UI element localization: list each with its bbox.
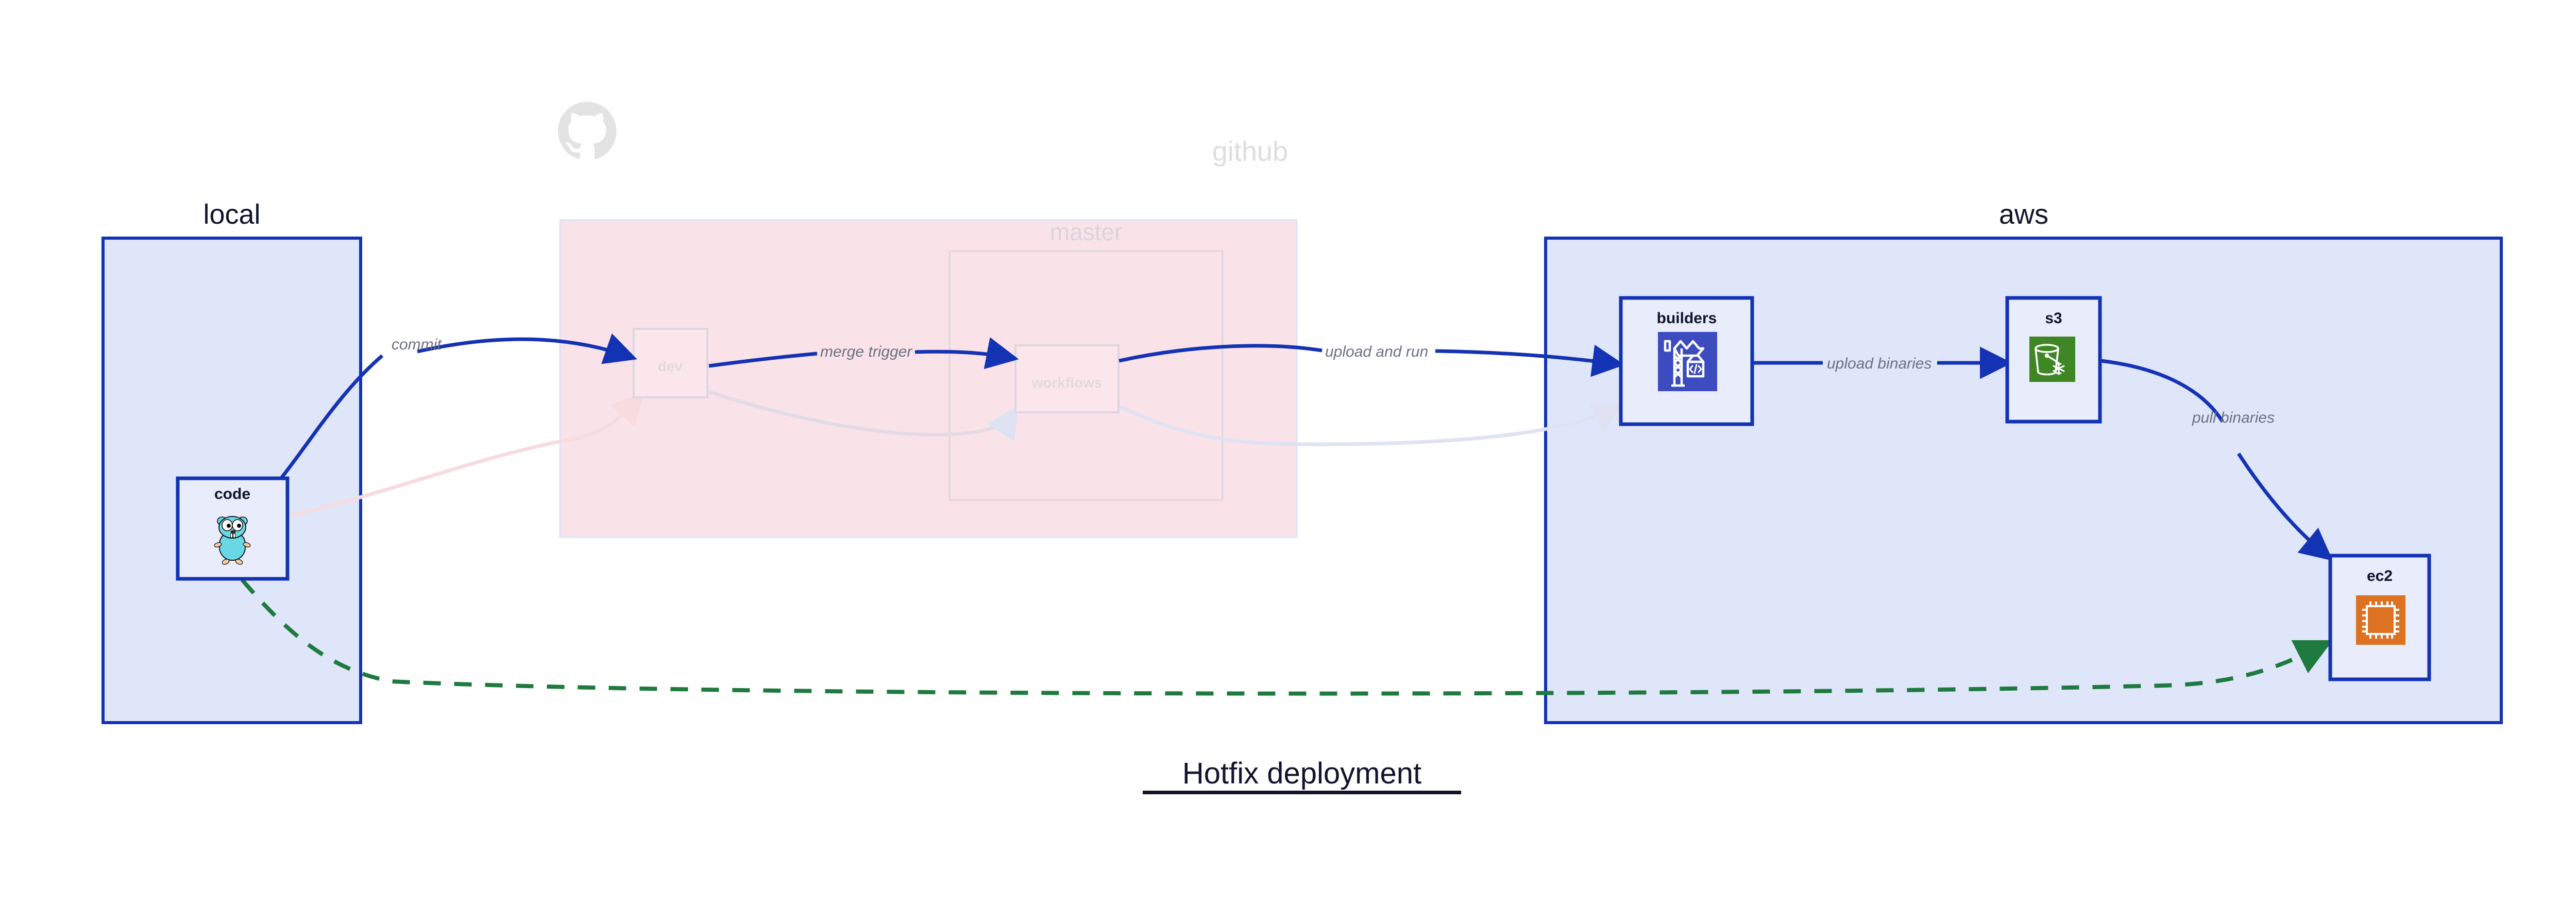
node-workflows[interactable]: workflows — [1014, 344, 1120, 413]
node-s3-label: s3 — [2045, 310, 2062, 327]
edge-hotfix-direct — [240, 578, 2333, 696]
node-ec2-label: ec2 — [2367, 567, 2393, 584]
diagram-title-text: Hotfix deployment — [1182, 757, 1421, 790]
node-code-label: code — [214, 486, 250, 503]
node-workflows-label: workflows — [1031, 375, 1103, 391]
edge-pull-binaries: pull binaries — [2100, 359, 2333, 561]
codebuild-crane-icon — [1658, 332, 1717, 391]
node-builders-label: builders — [1657, 310, 1717, 327]
edge-commit-label: commit — [392, 336, 442, 353]
edge-upload-binaries: upload binaries — [1753, 346, 2012, 379]
edge-commit: commit — [277, 333, 637, 483]
diagram-title: Hotfix deployment — [1143, 757, 1461, 794]
edge-merge-trigger-label: merge trigger — [820, 343, 912, 360]
diagram-title-underline — [1143, 791, 1461, 794]
go-gopher-icon — [214, 516, 251, 565]
node-code[interactable]: code — [176, 476, 290, 581]
edge-faded-workflows-builders — [1118, 403, 1625, 446]
node-dev[interactable]: dev — [633, 328, 708, 398]
edge-pull-binaries-label: pull binaries — [2192, 409, 2275, 426]
node-ec2[interactable]: ec2 — [2328, 554, 2431, 681]
subgroup-master-label: master — [1050, 219, 1123, 245]
container-local-label: local — [203, 199, 260, 230]
edge-upload-and-run: upload and run — [1118, 343, 1625, 377]
container-aws-label: aws — [1999, 199, 2048, 230]
github-octocat-icon — [558, 102, 617, 159]
container-github: github — [558, 102, 1298, 538]
edge-upload-binaries-label: upload binaries — [1827, 355, 1931, 372]
subgroup-master: master — [948, 219, 1224, 501]
edge-upload-and-run-label: upload and run — [1325, 343, 1428, 360]
node-builders[interactable]: builders — [1619, 296, 1754, 426]
edge-faded-code-dev — [260, 392, 645, 523]
s3-bucket-glacier-icon — [2029, 337, 2075, 382]
node-s3[interactable]: s3 — [2005, 296, 2102, 424]
container-local: local — [101, 199, 362, 724]
container-github-label: github — [1212, 136, 1288, 167]
node-dev-label: dev — [658, 358, 683, 374]
edge-merge-trigger: merge trigger — [708, 337, 1019, 370]
edge-faded-dev-workflows — [707, 390, 1019, 442]
ec2-cpu-icon — [2356, 595, 2405, 645]
